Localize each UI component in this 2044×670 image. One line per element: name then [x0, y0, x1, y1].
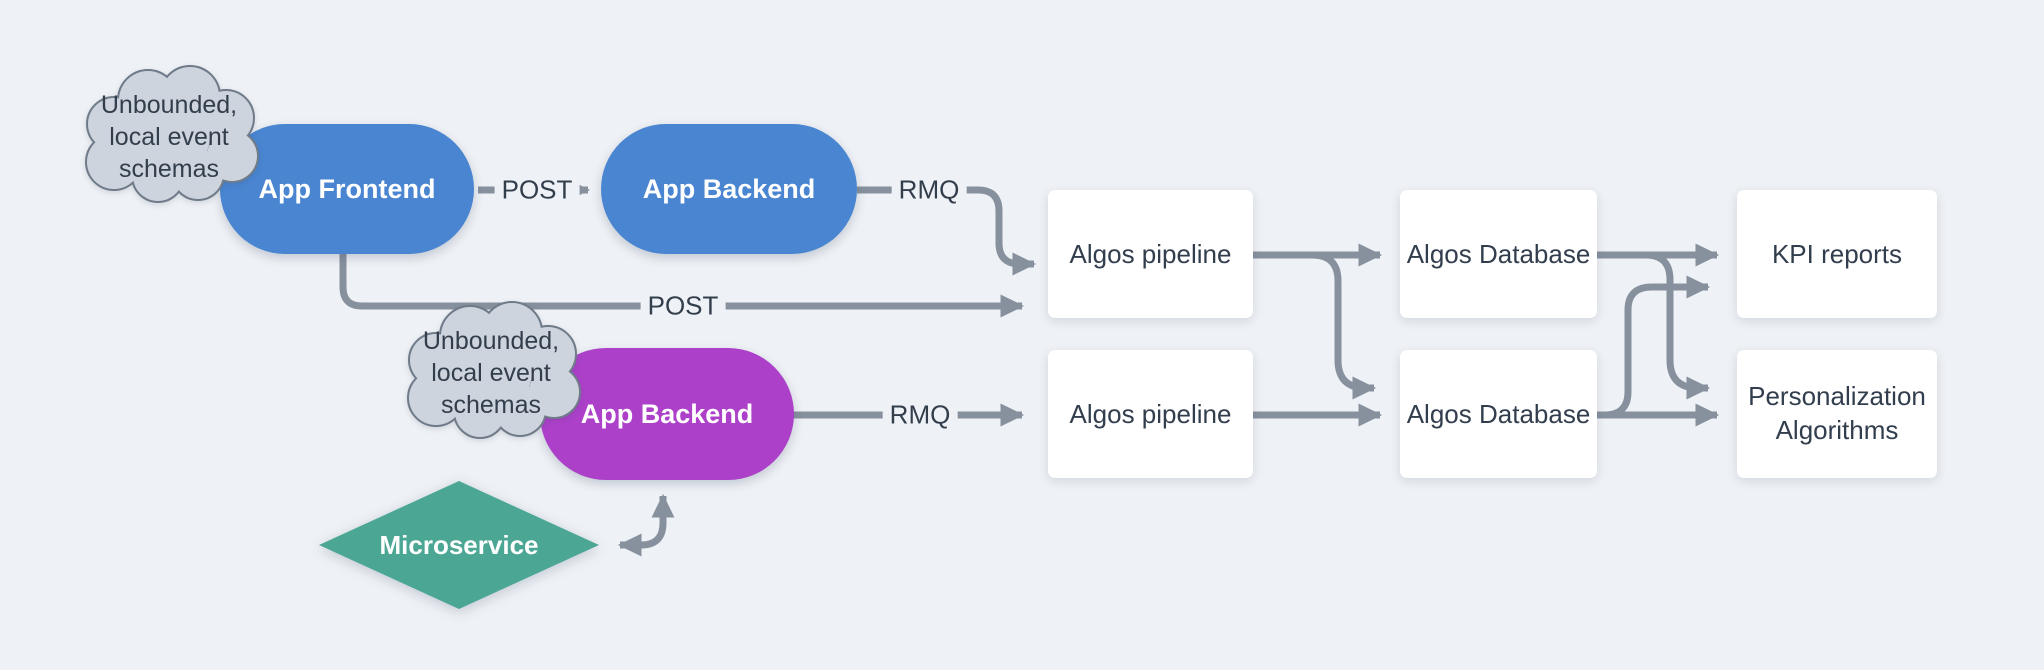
edge-pipeline-top-to-database-bottom [1300, 251, 1377, 400]
cloud-line: local event [109, 123, 229, 151]
cloud-unbounded-schemas-top: Unbounded, local event schemas [68, 64, 270, 210]
cloud-line: Unbounded, [100, 91, 238, 119]
cloud-text: Unbounded, local event schemas [68, 64, 270, 210]
node-label: KPI reports [1771, 238, 1903, 269]
edge-database-top-to-personalization [1640, 251, 1711, 400]
node-kpi-reports: KPI reports [1737, 190, 1937, 318]
node-algos-pipeline-top: Algos pipeline [1048, 190, 1253, 318]
cloud-line: Unbounded, [422, 327, 560, 355]
edge-backend-top-rmq-to-pipeline-top [857, 186, 1037, 276]
node-label: Personalization Algorithms [1748, 381, 1926, 445]
node-app-frontend: App Frontend [220, 124, 474, 254]
cloud-line: local event [431, 359, 551, 387]
edge-frontend-post-to-pipeline-top [339, 250, 1025, 318]
edge-label-post-top: POST [494, 172, 580, 208]
node-personalization-algorithms: Personalization Algorithms [1737, 350, 1937, 478]
cloud-text: Unbounded, local event schemas [390, 300, 592, 446]
node-algos-pipeline-bottom: Algos pipeline [1048, 350, 1253, 478]
node-label: App Frontend [258, 173, 436, 204]
edge-label-rmq-bottom: RMQ [882, 397, 958, 433]
edge-database-bottom-to-kpi [1600, 275, 1711, 419]
node-algos-database-top: Algos Database [1400, 190, 1597, 318]
node-label: App Backend [580, 398, 754, 429]
node-label: Algos pipeline [1069, 238, 1232, 269]
node-label: App Backend [642, 173, 816, 204]
node-label: Algos pipeline [1069, 398, 1232, 429]
node-app-backend-bottom: App Backend [540, 348, 794, 480]
cloud-line: schemas [440, 391, 542, 419]
node-app-backend-top: App Backend [601, 124, 857, 254]
node-label: Algos Database [1406, 238, 1591, 269]
edge-label-post-long: POST [640, 288, 726, 324]
node-microservice: Microservice [314, 476, 604, 614]
edge-microservice-backend-bidirectional [617, 493, 675, 557]
cloud-unbounded-schemas-bottom: Unbounded, local event schemas [390, 300, 592, 446]
edge-label-rmq-top: RMQ [891, 172, 967, 208]
node-label: Algos Database [1406, 398, 1591, 429]
cloud-line: schemas [118, 155, 220, 183]
node-label: Microservice [379, 529, 539, 560]
node-algos-database-bottom: Algos Database [1400, 350, 1597, 478]
